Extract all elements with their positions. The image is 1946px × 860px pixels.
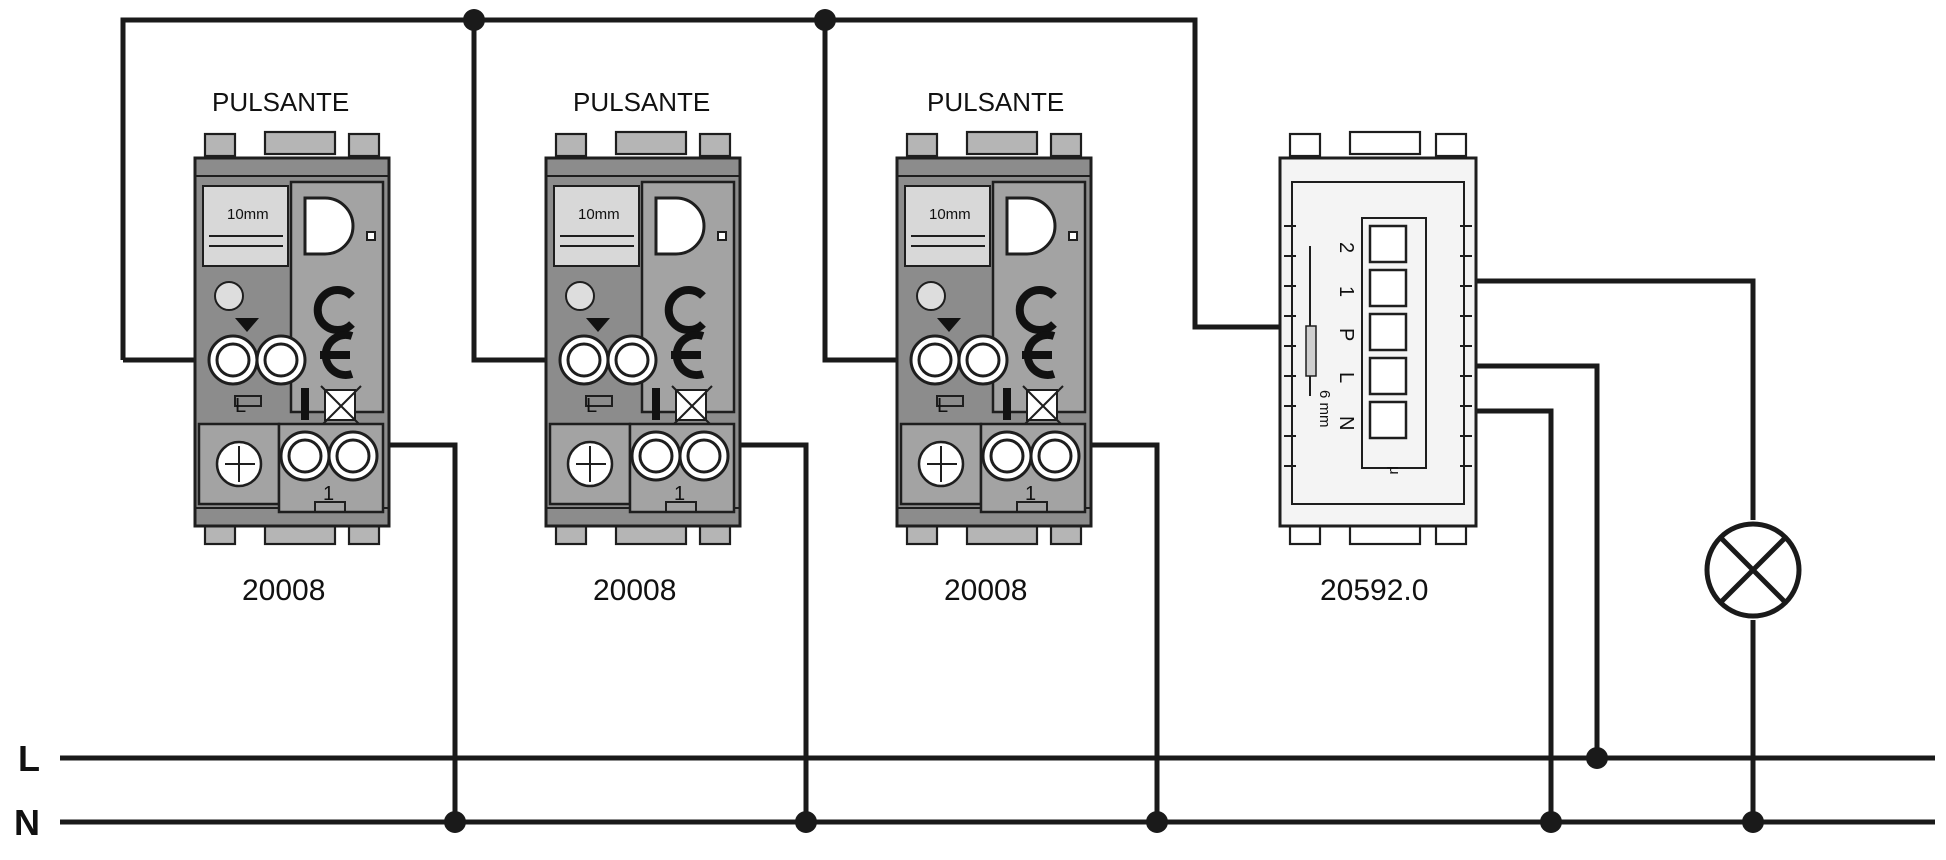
- junction-node: [814, 9, 836, 31]
- pushbutton-model: 20008: [593, 574, 676, 607]
- pushbutton-model: 20008: [944, 574, 1027, 607]
- junction-node: [463, 9, 485, 31]
- junction-node: [444, 811, 466, 833]
- terminal-1-label: 1: [323, 483, 334, 505]
- label-dimension: 10mm: [929, 206, 971, 223]
- pushbutton-module-3: 10mm L 1: [897, 132, 1091, 544]
- relay-model: 20592.0: [1320, 574, 1428, 607]
- wire-relay-1-to-lamp: [1385, 278, 1756, 520]
- relay-terminal-label: 2: [1335, 242, 1357, 253]
- relay-terminal-label: L: [1335, 372, 1357, 383]
- terminal-1-label: 1: [674, 483, 685, 505]
- junction-node: [1146, 811, 1168, 833]
- junction-node: [795, 811, 817, 833]
- pushbutton-model: 20008: [242, 574, 325, 607]
- relay-strip-label: 6 mm: [1316, 390, 1333, 428]
- terminal-L-label: L: [586, 395, 597, 417]
- pushbutton-caption: PULSANTE: [927, 87, 1064, 117]
- bus-label-N: N: [14, 802, 40, 843]
- terminal-1-label: 1: [1025, 483, 1036, 505]
- terminal-L-label: L: [235, 395, 246, 417]
- pushbutton-caption: PULSANTE: [212, 87, 349, 117]
- wire-pushbutton-common: [120, 17, 1383, 360]
- junction-node: [1742, 811, 1764, 833]
- label-dimension: 10mm: [578, 206, 620, 223]
- relay-mu-symbol: μ: [1386, 466, 1403, 475]
- relay-terminal-label: N: [1335, 416, 1357, 430]
- relay-terminal-label: 1: [1335, 286, 1357, 297]
- wire-pushbutton-2-L: [471, 20, 570, 363]
- lamp-icon: [1704, 521, 1802, 619]
- relay-module: 2 1 P L N 6 mm μ: [1278, 130, 1478, 546]
- junction-node: [1540, 811, 1562, 833]
- junction-node: [1586, 747, 1608, 769]
- bus-label-L: L: [18, 738, 40, 779]
- relay-terminal-label: P: [1335, 328, 1357, 341]
- wire-pushbutton-3-L: [822, 20, 921, 363]
- pushbutton-caption: PULSANTE: [573, 87, 710, 117]
- pushbutton-module-1: 10mm L 1: [195, 132, 389, 544]
- label-dimension: 10mm: [227, 206, 269, 223]
- terminal-L-label: L: [937, 395, 948, 417]
- pushbutton-module-2: 10mm L 1: [546, 132, 740, 544]
